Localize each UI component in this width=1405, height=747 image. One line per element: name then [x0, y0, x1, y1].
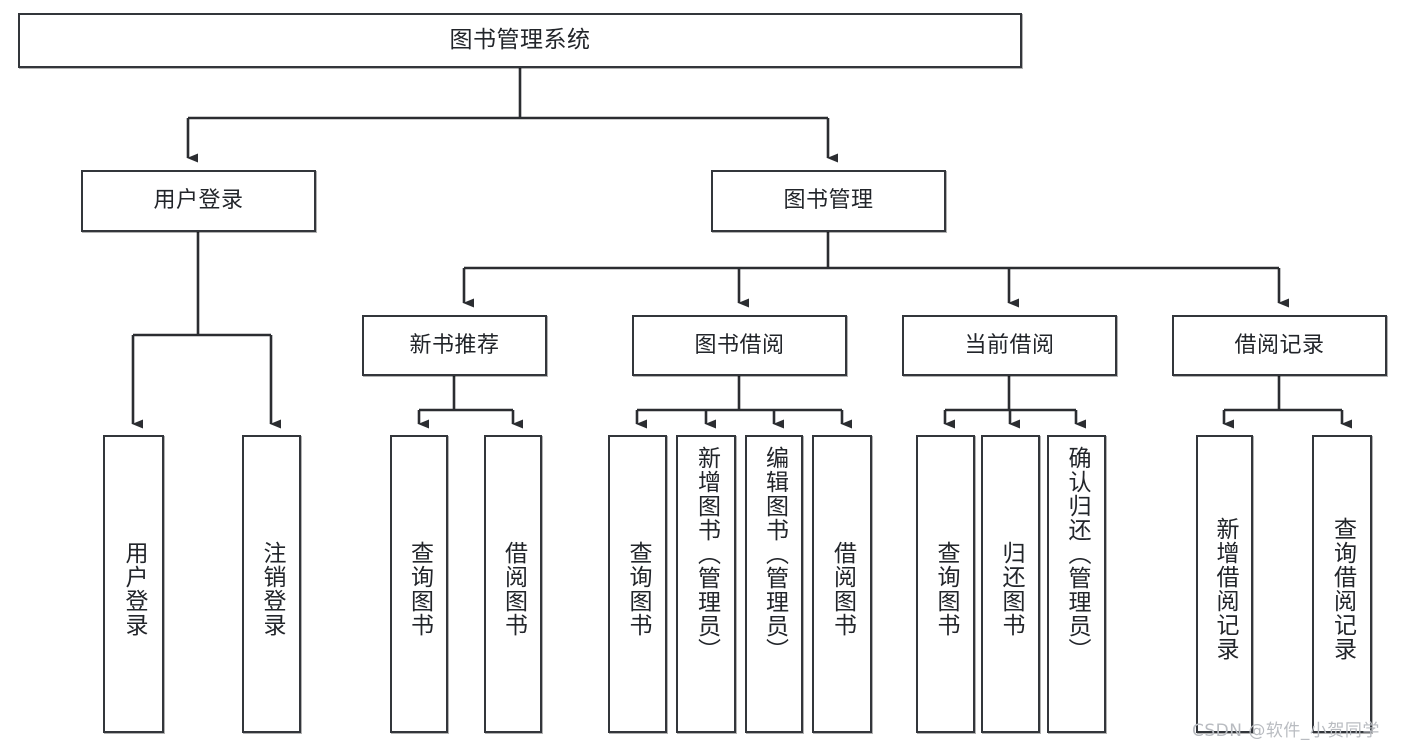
leaf-query-book-current[interactable]: 查询图书	[916, 435, 975, 733]
leaf-query-borrow-record[interactable]: 查询借阅记录	[1312, 435, 1372, 733]
node-user-login[interactable]: 用户登录	[81, 170, 316, 232]
leaf-return-book-label: 归还图书	[998, 540, 1024, 637]
leaf-borrow-book-label: 借阅图书	[829, 540, 856, 637]
node-book-borrow-label: 图书借阅	[694, 332, 785, 358]
node-root-label: 图书管理系统	[449, 27, 591, 54]
leaf-add-book[interactable]: 新增图书（管理员）	[676, 435, 736, 733]
leaf-user-login[interactable]: 用户登录	[103, 435, 164, 733]
leaf-add-borrow-record[interactable]: 新增借阅记录	[1196, 435, 1253, 733]
csdn-watermark: CSDN @软件_小贺同学	[1192, 721, 1380, 741]
leaf-query-book-current-label: 查询图书	[933, 540, 959, 637]
node-book-borrow[interactable]: 图书借阅	[632, 315, 847, 376]
node-root-book-management-system[interactable]: 图书管理系统	[18, 13, 1022, 68]
leaf-query-borrow-record-label: 查询借阅记录	[1329, 516, 1356, 661]
leaf-add-borrow-record-label: 新增借阅记录	[1212, 516, 1238, 661]
leaf-user-login-label: 用户登录	[121, 540, 147, 637]
leaf-edit-book[interactable]: 编辑图书（管理员）	[745, 435, 803, 733]
leaf-logout-login-label: 注销登录	[259, 540, 285, 637]
leaf-borrow-book[interactable]: 借阅图书	[812, 435, 872, 733]
node-borrow-record[interactable]: 借阅记录	[1172, 315, 1387, 376]
node-book-manage-label: 图书管理	[783, 188, 874, 214]
node-borrow-record-label: 借阅记录	[1234, 332, 1325, 358]
leaf-query-book-recommend[interactable]: 查询图书	[390, 435, 448, 733]
node-book-manage[interactable]: 图书管理	[711, 170, 946, 232]
leaf-borrow-book-recommend-label: 借阅图书	[500, 540, 527, 637]
leaf-edit-book-label: 编辑图书（管理员）	[761, 446, 788, 662]
leaf-logout-login[interactable]: 注销登录	[242, 435, 301, 733]
leaf-confirm-return-label: 确认归还（管理员）	[1064, 446, 1090, 662]
leaf-return-book[interactable]: 归还图书	[981, 435, 1040, 733]
node-user-login-label: 用户登录	[153, 188, 244, 214]
node-current-borrow-label: 当前借阅	[964, 332, 1055, 358]
leaf-confirm-return[interactable]: 确认归还（管理员）	[1047, 435, 1106, 733]
leaf-query-book-recommend-label: 查询图书	[406, 540, 433, 637]
node-new-book-recommend-label: 新书推荐	[409, 332, 500, 358]
leaf-query-book-borrow[interactable]: 查询图书	[608, 435, 667, 733]
node-current-borrow[interactable]: 当前借阅	[902, 315, 1117, 376]
leaf-borrow-book-recommend[interactable]: 借阅图书	[484, 435, 542, 733]
node-new-book-recommend[interactable]: 新书推荐	[362, 315, 547, 376]
leaf-query-book-borrow-label: 查询图书	[625, 540, 651, 637]
leaf-add-book-label: 新增图书（管理员）	[693, 446, 720, 662]
